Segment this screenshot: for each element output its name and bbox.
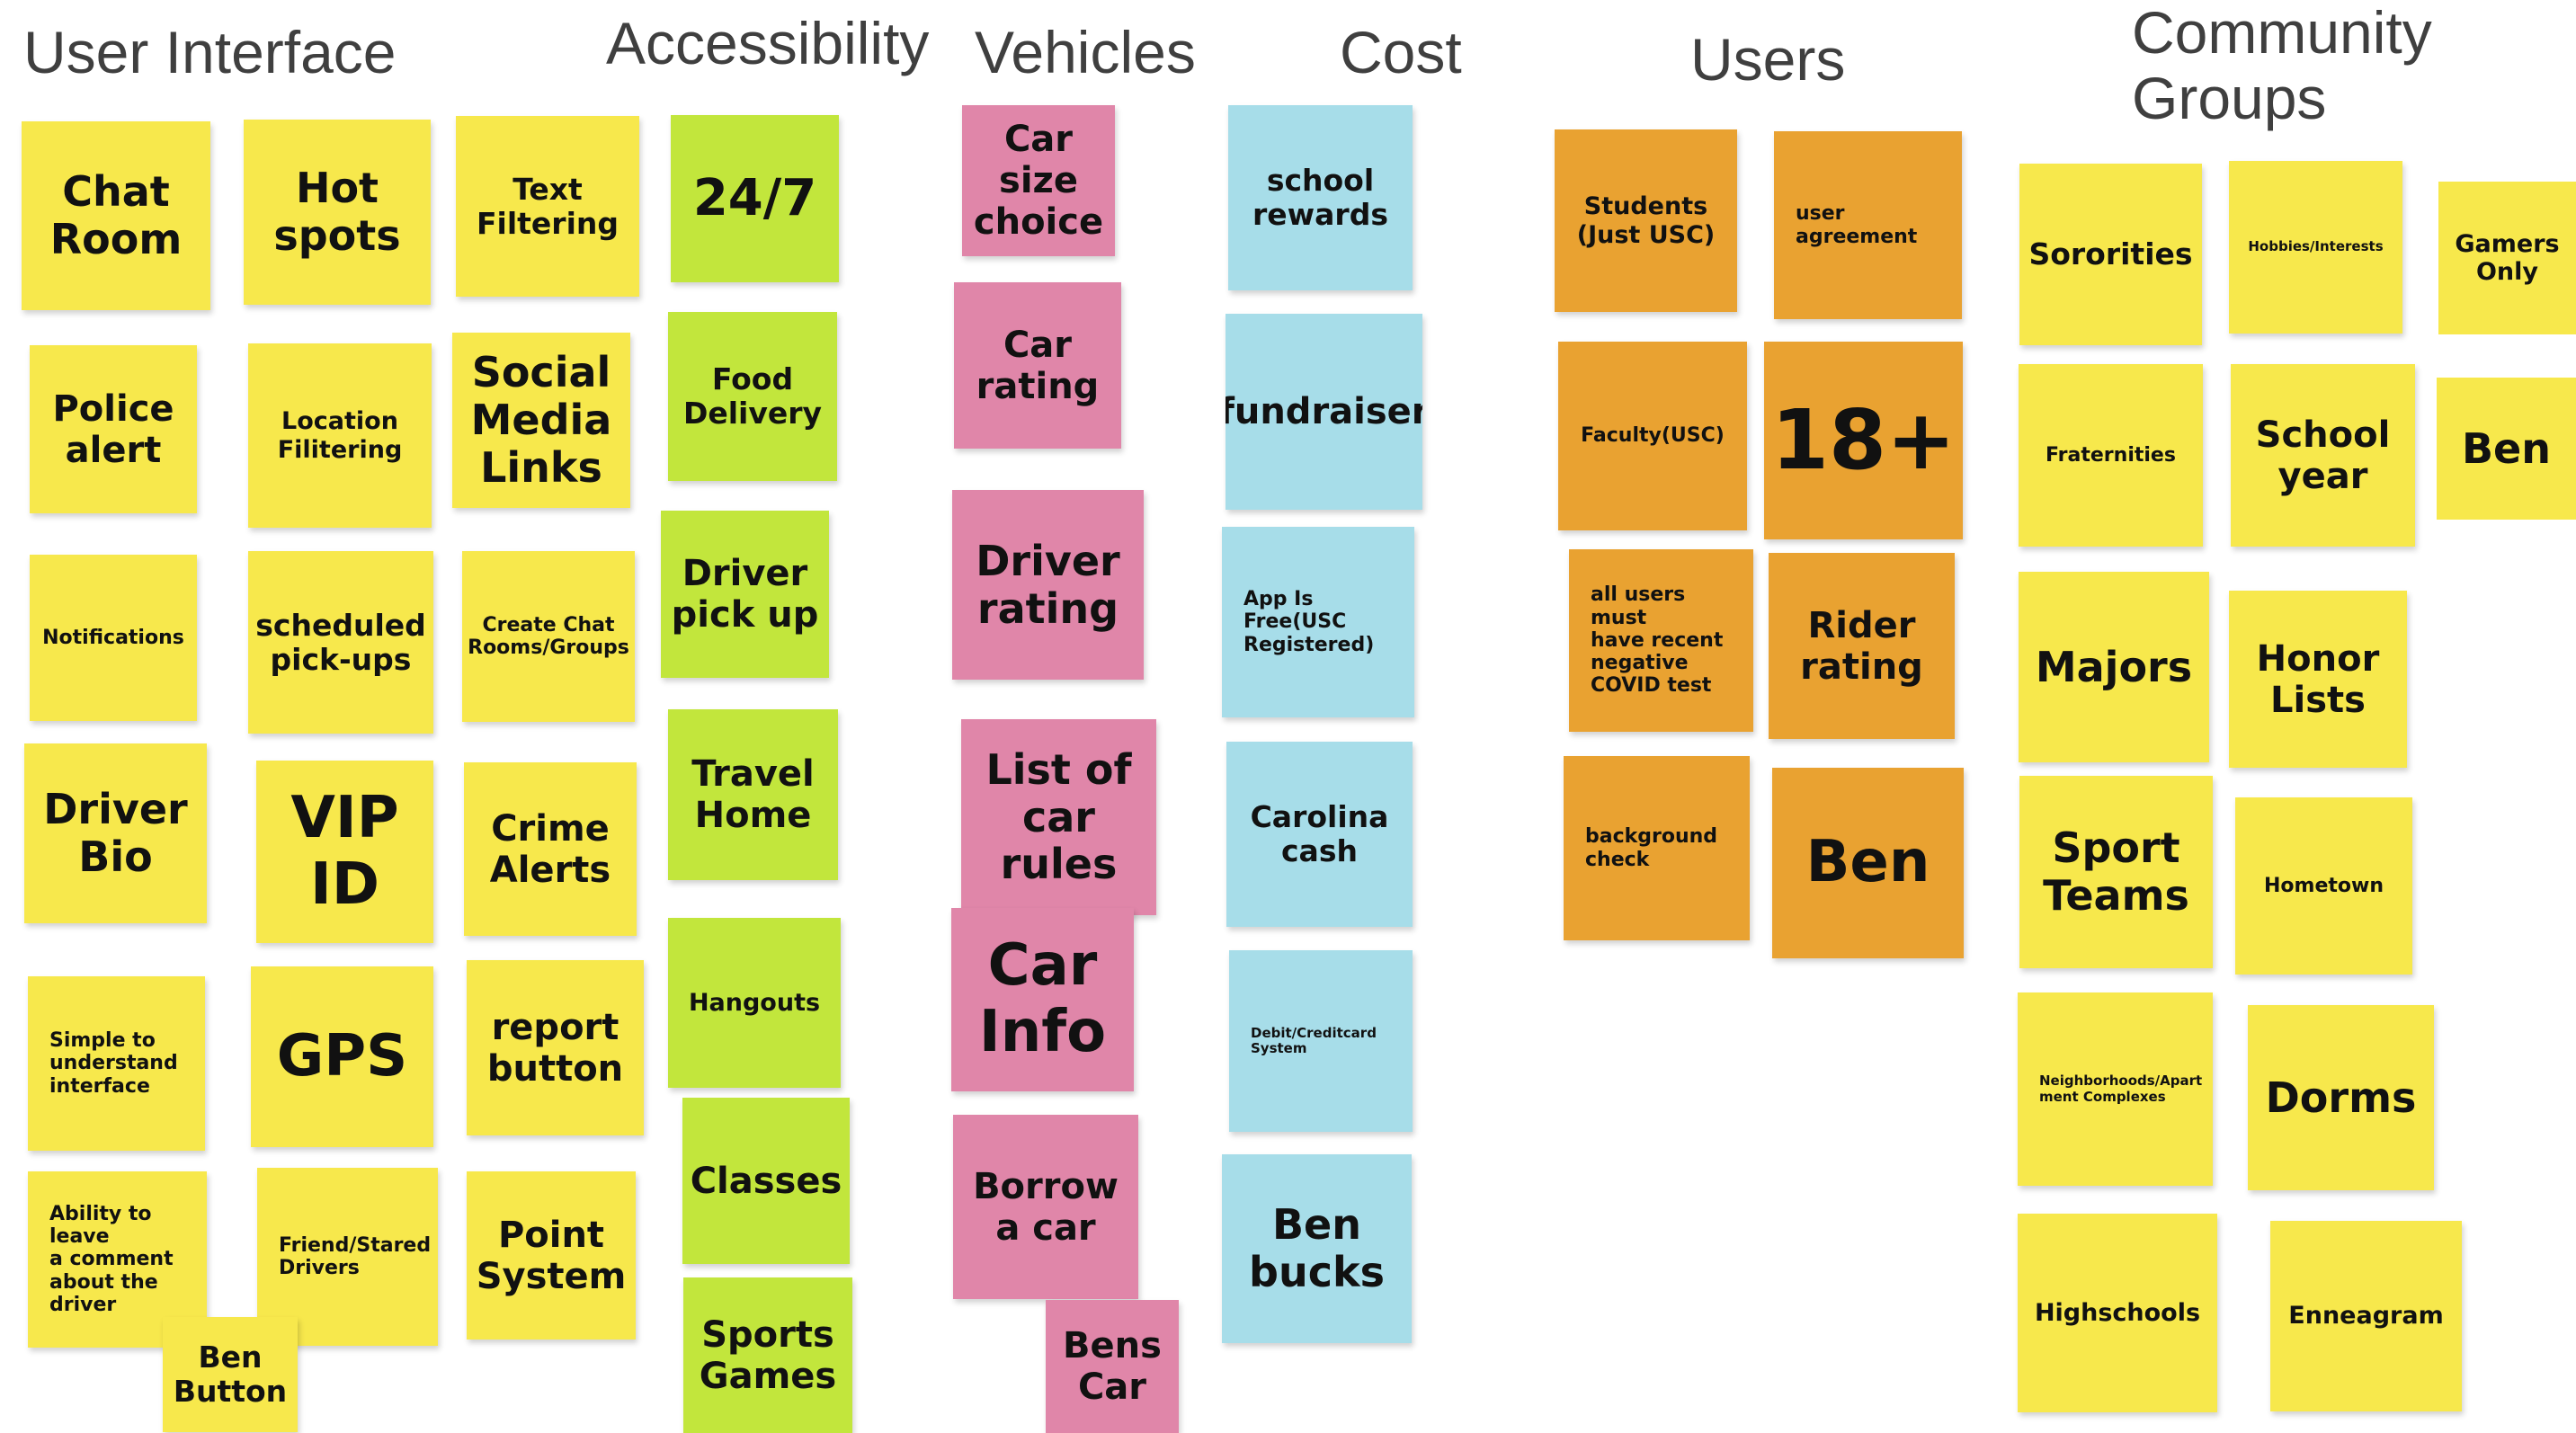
heading-users: Users — [1690, 26, 1846, 93]
sticky-note-friend-drivers[interactable]: Friend/Stared Drivers — [257, 1168, 438, 1346]
heading-community-groups: Community Groups — [2132, 0, 2432, 131]
sticky-note-majors[interactable]: Majors — [2019, 572, 2209, 762]
sticky-note-rider-rating[interactable]: Rider rating — [1769, 553, 1955, 739]
sticky-note-car-info[interactable]: Car Info — [951, 908, 1134, 1091]
heading-vehicles: Vehicles — [975, 19, 1196, 85]
sticky-note-carolina-cash[interactable]: Carolina cash — [1226, 742, 1413, 927]
sticky-note-point-system[interactable]: Point System — [467, 1171, 636, 1340]
sticky-note-text-filtering[interactable]: Text Filtering — [456, 116, 639, 297]
sticky-note-crime-alerts[interactable]: Crime Alerts — [464, 762, 637, 936]
sticky-note-gps[interactable]: GPS — [251, 966, 433, 1147]
sticky-note-hangouts[interactable]: Hangouts — [668, 918, 841, 1088]
sticky-note-gamers-only[interactable]: Gamers Only — [2438, 182, 2576, 334]
sticky-note-food-delivery[interactable]: Food Delivery — [668, 312, 837, 481]
sticky-note-sport-teams[interactable]: Sport Teams — [2019, 776, 2213, 968]
sticky-note-leave-comment[interactable]: Ability to leave a comment about the dri… — [28, 1171, 207, 1348]
sticky-note-bens-car[interactable]: Bens Car — [1046, 1300, 1179, 1433]
sticky-note-vip-id[interactable]: VIP ID — [256, 761, 433, 943]
sticky-note-notifications[interactable]: Notifications — [30, 555, 197, 721]
sticky-note-honor-lists[interactable]: Honor Lists — [2229, 591, 2407, 768]
sticky-note-faculty[interactable]: Faculty(USC) — [1558, 342, 1747, 530]
sticky-note-scheduled-pickups[interactable]: scheduled pick-ups — [248, 551, 433, 734]
sticky-note-create-chat-rooms[interactable]: Create Chat Rooms/Groups — [462, 551, 635, 722]
sticky-note-ben-bucks[interactable]: Ben bucks — [1222, 1154, 1412, 1343]
sticky-note-driver-bio[interactable]: Driver Bio — [24, 743, 207, 923]
sticky-note-18-plus[interactable]: 18+ — [1764, 342, 1963, 539]
sticky-note-location-filtering[interactable]: Location Filitering — [248, 343, 432, 528]
sticky-note-debit-credit[interactable]: Debit/Creditcard System — [1229, 950, 1413, 1132]
sticky-note-hobbies-interests[interactable]: Hobbies/Interests — [2229, 161, 2402, 334]
sticky-note-police-alert[interactable]: Police alert — [30, 345, 197, 513]
sticky-note-ben-button[interactable]: Ben Button — [163, 1317, 298, 1432]
sticky-note-borrow-a-car[interactable]: Borrow a car — [953, 1115, 1138, 1299]
heading-accessibility: Accessibility — [606, 10, 930, 76]
heading-user-interface: User Interface — [23, 19, 397, 85]
sticky-note-enneagram[interactable]: Enneagram — [2270, 1221, 2462, 1411]
sticky-note-sports-games[interactable]: Sports Games — [683, 1277, 852, 1433]
sticky-note-fraternities[interactable]: Fraternities — [2019, 364, 2203, 547]
sticky-note-driver-rating[interactable]: Driver rating — [952, 490, 1144, 680]
sticky-note-fundraiser[interactable]: fundraiser — [1226, 314, 1422, 510]
sticky-note-dorms[interactable]: Dorms — [2248, 1005, 2434, 1190]
sticky-note-24-7[interactable]: 24/7 — [671, 115, 839, 282]
heading-cost: Cost — [1340, 19, 1462, 85]
sticky-note-hometown[interactable]: Hometown — [2235, 797, 2412, 975]
sticky-note-covid-test[interactable]: all users must have recent negative COVI… — [1569, 549, 1753, 732]
sticky-note-app-is-free[interactable]: App Is Free(USC Registered) — [1222, 527, 1414, 717]
sticky-note-background-check[interactable]: background check — [1564, 756, 1750, 940]
sticky-note-classes[interactable]: Classes — [682, 1098, 850, 1264]
sticky-note-school-rewards[interactable]: school rewards — [1228, 105, 1413, 290]
sticky-note-school-year[interactable]: School year — [2231, 364, 2415, 547]
sticky-note-car-size-choice[interactable]: Car size choice — [962, 105, 1115, 256]
sticky-note-report-button[interactable]: report button — [467, 960, 644, 1135]
sticky-note-simple-interface[interactable]: Simple to understand interface — [28, 976, 205, 1151]
sticky-note-user-agreement[interactable]: user agreement — [1774, 131, 1962, 319]
sticky-note-ben-community[interactable]: Ben — [2437, 378, 2576, 520]
sticky-note-chat-room[interactable]: Chat Room — [22, 121, 210, 310]
sticky-note-travel-home[interactable]: Travel Home — [668, 709, 838, 880]
sticky-note-car-rating[interactable]: Car rating — [954, 282, 1121, 449]
sticky-note-list-car-rules[interactable]: List of car rules — [961, 719, 1156, 915]
sticky-note-ben-users[interactable]: Ben — [1772, 768, 1964, 958]
sticky-note-social-media-links[interactable]: Social Media Links — [452, 333, 630, 508]
sticky-note-driver-pick-up[interactable]: Driver pick up — [661, 511, 829, 678]
sticky-note-neighborhoods[interactable]: Neighborhoods/Apart ment Complexes — [2018, 992, 2213, 1186]
sticky-note-hot-spots[interactable]: Hot spots — [244, 120, 431, 305]
sticky-note-highschools[interactable]: Highschools — [2018, 1214, 2217, 1412]
sticky-note-students[interactable]: Students (Just USC) — [1555, 129, 1737, 312]
sticky-note-sororities[interactable]: Sororities — [2019, 164, 2202, 345]
